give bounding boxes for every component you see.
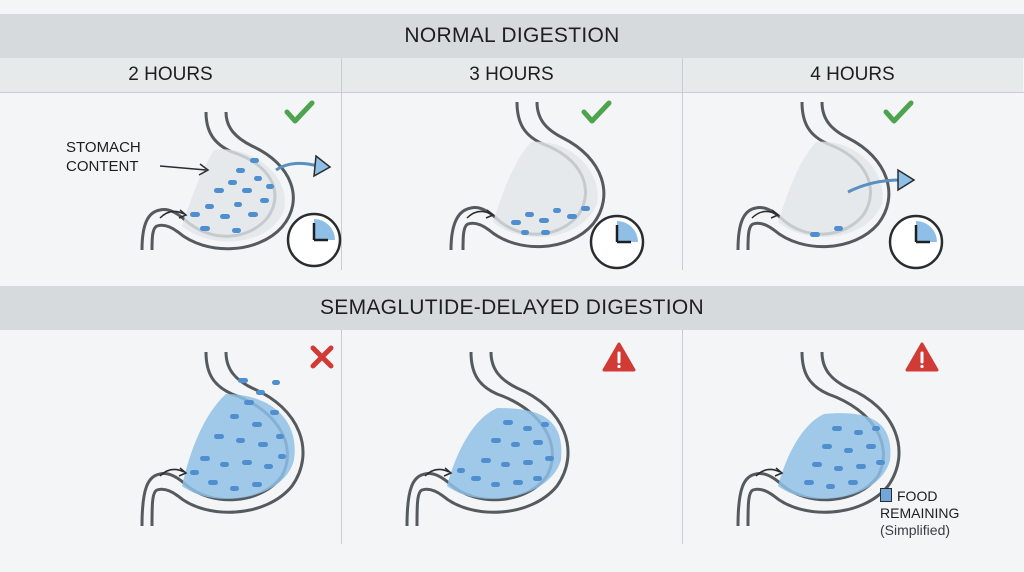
- panel-delayed-3h: [341, 330, 682, 544]
- entry-arrow: [755, 467, 784, 477]
- legend: FOOD REMAINING (Simplified): [880, 488, 959, 539]
- divider: [341, 330, 342, 544]
- column-header-3h: 3 HOURS: [341, 58, 682, 92]
- stomach-content-label: STOMACH CONTENT: [66, 138, 141, 176]
- stomach-label-line1: STOMACH: [66, 139, 141, 156]
- panel-delayed-2h: [0, 330, 341, 544]
- section-header-delayed: SEMAGLUTIDE-DELAYED DIGESTION: [0, 286, 1024, 330]
- legend-swatch: [880, 488, 892, 502]
- stomach-label-line2: CONTENT: [66, 158, 139, 175]
- stomach-illustration: [736, 101, 891, 251]
- column-header-2h: 2 HOURS: [0, 58, 341, 92]
- check-icon: [883, 100, 914, 124]
- stomach-illustration: [140, 111, 295, 251]
- exit-arrow: [275, 154, 332, 178]
- divider: [682, 330, 683, 544]
- stomach-illustration: [449, 101, 606, 251]
- entry-arrow: [424, 467, 453, 477]
- cross-icon: [310, 345, 334, 369]
- clock-icon: [286, 212, 342, 268]
- column-header-4h: 4 HOURS: [682, 58, 1023, 92]
- food-particles: [810, 226, 843, 237]
- food-particles: [457, 420, 554, 487]
- section-header-normal: NORMAL DIGESTION: [0, 14, 1024, 58]
- clock-icon: [888, 214, 944, 270]
- food-particles: [190, 378, 286, 491]
- entry-arrow: [751, 209, 780, 219]
- legend-label-line1: FOOD: [897, 488, 938, 504]
- divider: [341, 58, 342, 270]
- stomach-illustration: [140, 351, 305, 527]
- panel-normal-4h: [682, 92, 1023, 270]
- entry-arrow: [159, 209, 188, 219]
- warning-icon: [602, 342, 636, 372]
- food-particles: [804, 426, 885, 489]
- check-icon: [581, 100, 612, 124]
- entry-arrow: [159, 467, 188, 477]
- divider: [682, 58, 683, 270]
- legend-label-line2: REMAINING: [880, 505, 960, 521]
- annotation-arrow: [159, 163, 210, 176]
- stomach-illustration: [736, 351, 901, 527]
- divider: [0, 92, 1024, 93]
- clock-icon: [589, 214, 645, 270]
- exit-arrow: [847, 168, 916, 194]
- stomach-illustration: [405, 351, 570, 527]
- entry-arrow: [466, 209, 495, 219]
- food-particles: [190, 158, 274, 233]
- food-particles: [511, 206, 590, 235]
- check-icon: [284, 100, 315, 124]
- legend-label-line3: (Simplified): [880, 522, 951, 538]
- warning-icon: [905, 342, 939, 372]
- panel-normal-2h: [0, 92, 342, 270]
- panel-normal-3h: [341, 92, 682, 270]
- panel-delayed-4h: [682, 330, 1023, 544]
